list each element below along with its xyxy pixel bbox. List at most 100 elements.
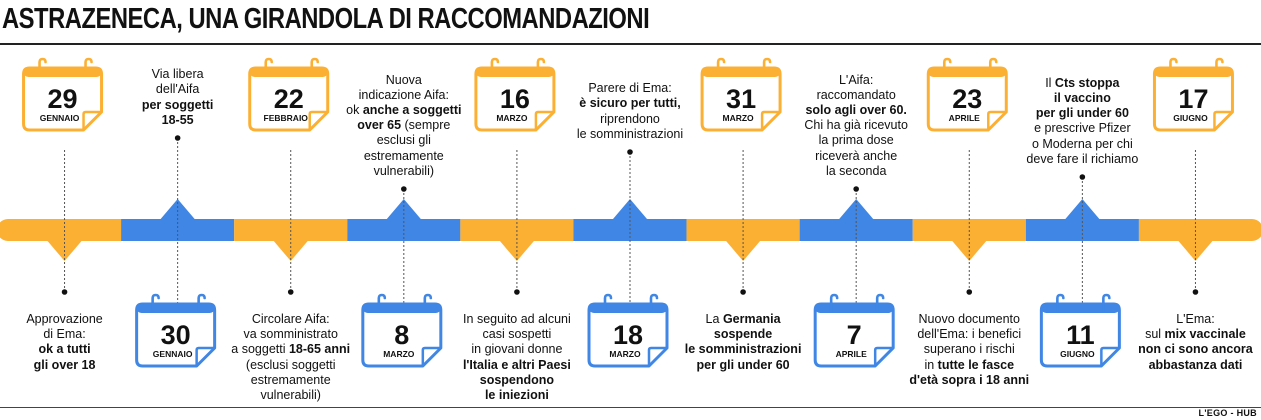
calendar-page-curl [195, 346, 215, 366]
event-description-line: in giovani donne [439, 342, 595, 357]
event-text: riceverà anche [815, 148, 898, 163]
calendar-ring [762, 57, 772, 76]
event-description-line: abbastanza dati [1117, 358, 1261, 373]
calendar-ring [649, 293, 659, 312]
calendar-header [1041, 304, 1120, 313]
event-text: esclusi gli [376, 133, 431, 148]
event-description-line: superano i rischi [891, 342, 1047, 357]
calendar-page-curl [873, 346, 894, 366]
event-description-line: indicazione Aifa: [326, 88, 482, 103]
event-description-line: l'Italia e altri Paesi [439, 358, 595, 373]
event-text: superano i rischi [923, 342, 1015, 357]
event-text: o Moderna per chi [1031, 136, 1133, 151]
calendar-ring [1215, 57, 1224, 76]
calendar-month: APRILE [836, 349, 868, 359]
event-text-bold: sospendono [479, 372, 555, 387]
event-text: la seconda [825, 163, 887, 178]
calendar-day: 31 [726, 84, 756, 114]
event-description-line: dell'Aifa [100, 82, 256, 97]
calendar-day: 8 [394, 320, 409, 350]
calendar-ring [151, 293, 160, 312]
event-text-bold: le somministrazioni [684, 342, 802, 357]
event-text-bold: over 65 [357, 118, 402, 133]
event-text-bold: gli over 18 [33, 357, 96, 372]
event-description-line: riprendono [552, 112, 708, 127]
event-description-line: Parere di Ema: [552, 81, 708, 96]
event-text-bold: tutte le fasce [937, 357, 1015, 372]
event-description-line: non ci sono ancora [1117, 342, 1261, 357]
calendar-month: APRILE [949, 113, 981, 123]
calendar-month: GENNAIO [40, 113, 80, 123]
event-text: Circolare Aifa: [251, 312, 330, 326]
event-description-line: riceverà anche [778, 149, 934, 164]
event-description-line: estremamente [326, 149, 482, 164]
event-text-bold: 18-55 [161, 112, 194, 127]
event-text-bold: le iniezioni [484, 388, 549, 403]
event-text: dell'Ema: i benefici [917, 327, 1022, 342]
event-text-bold: d'età sopra i 18 anni [909, 372, 1030, 387]
event-text: Nuovo documento [918, 312, 1020, 326]
calendar-day: 7 [847, 320, 862, 350]
event-text-bold: Germania [722, 312, 781, 326]
event-text-bold: ok a tutti [38, 342, 91, 357]
calendar-header [702, 68, 781, 77]
event-text-bold: per gli under 60 [696, 357, 790, 372]
event-text: raccomandato [816, 87, 896, 102]
timeline-cap-right [1241, 219, 1261, 241]
connector-dot [287, 289, 294, 295]
calendar-month: GIUGNO [1060, 349, 1095, 359]
event-description-line: deve fare il richiamo [1004, 152, 1160, 167]
event-description-line: 18-55 [100, 113, 256, 128]
calendar-ring [490, 57, 500, 76]
calendar-header [589, 304, 667, 313]
event-text: L'Aifa: [838, 72, 874, 87]
event-text: vulnerabili) [373, 163, 435, 178]
event-description-line: per gli under 60 [1004, 106, 1160, 121]
event-description-line: ok a tutti [0, 342, 143, 357]
calendar-header [475, 68, 554, 77]
event-description-line: raccomandato [778, 88, 934, 103]
event-text-bold: 18-65 anni [288, 342, 351, 357]
event-description-line: a soggetti 18-65 anni [213, 342, 369, 357]
event-description-line: Nuovo documento [891, 312, 1047, 327]
calendar-ring [1102, 293, 1111, 312]
calendar-month: GENNAIO [153, 349, 193, 359]
event-text-bold: abbastanza dati [1148, 357, 1243, 372]
event-description-line: dell'Ema: i benefici [891, 327, 1047, 342]
timeline-cap-left [0, 219, 19, 241]
event-text-bold: per gli under 60 [1035, 106, 1129, 121]
calendar-header [928, 68, 1007, 77]
event-description-line: le somministrazioni [552, 127, 708, 142]
event-text-bold: mix vaccinale [1164, 327, 1246, 342]
event-description-line: L'Ema: [1117, 312, 1261, 327]
calendar-ring [942, 57, 952, 76]
calendar-page-curl [760, 110, 781, 130]
event-text: Parere di Ema: [588, 81, 672, 96]
calendar-day: 18 [613, 320, 643, 350]
event-description-line: la prima dose [778, 133, 934, 148]
event-description-line: le somministrazioni [665, 342, 821, 357]
event-text: va somministrato [243, 327, 338, 342]
event-text-bold: Cts stoppa [1054, 75, 1120, 90]
calendar-page-curl [82, 110, 102, 130]
timeline-segment [1025, 199, 1139, 241]
event-text: La [705, 312, 723, 326]
event-description-line: vulnerabili) [326, 164, 482, 179]
calendar-page-curl [421, 346, 441, 366]
event-description-line: Nuova [326, 73, 482, 88]
calendar-page-curl [647, 346, 667, 366]
event-description-line: sospendono [439, 373, 595, 388]
connector-dot [514, 289, 520, 295]
event-description-line: è sicuro per tutti, [552, 96, 708, 111]
